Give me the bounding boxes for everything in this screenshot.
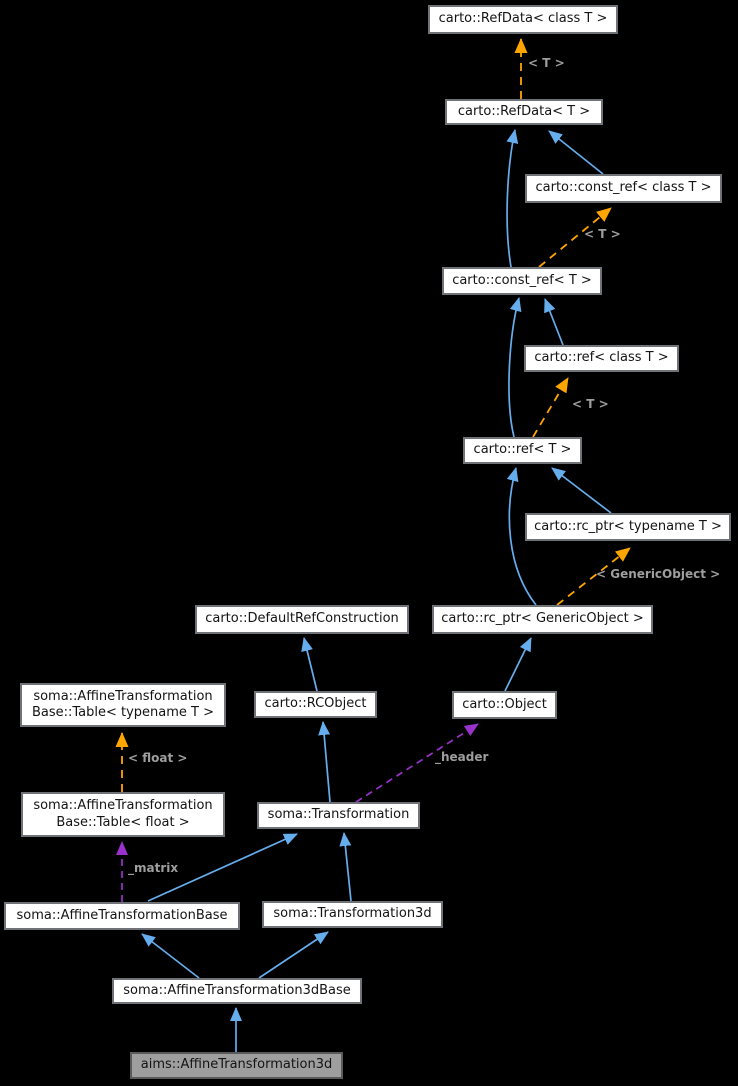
edge-label-ref-instance: < T > — [572, 397, 609, 411]
edge-inherit-transformation3d-to-transformation — [339, 832, 352, 902]
node-label-line2: Base::Table< float > — [56, 814, 190, 830]
node-carto-const-ref-class-t[interactable]: carto::const_ref< class T > — [525, 174, 722, 203]
node-carto-defaultrefconstruction[interactable]: carto::DefaultRefConstruction — [195, 605, 409, 634]
edge-label-table-instance: < float > — [128, 751, 188, 765]
node-soma-table-typename-t[interactable]: soma::AffineTransformation Base::Table< … — [20, 683, 226, 727]
node-carto-ref-class-t[interactable]: carto::ref< class T > — [524, 345, 679, 372]
node-soma-affinetransformationbase[interactable]: soma::AffineTransformationBase — [4, 902, 240, 930]
edge-label-refdata-instance: < T > — [528, 56, 565, 70]
node-carto-rcobject[interactable]: carto::RCObject — [254, 691, 377, 718]
edge-member-header — [355, 723, 479, 803]
edge-template-rcptr — [556, 547, 631, 606]
node-soma-affinetransformation3dbase[interactable]: soma::AffineTransformation3dBase — [112, 978, 362, 1004]
edge-inherit-rcobject-to-defaultrefconstruction — [301, 637, 318, 692]
node-soma-transformation[interactable]: soma::Transformation — [257, 802, 420, 829]
node-aims-affinetransformation3d-current: aims::AffineTransformation3d — [130, 1052, 343, 1079]
edge-inherit-ref-t-to-constref-t — [508, 297, 522, 438]
edge-inherit-ref-classt-to-constref-t — [544, 298, 564, 346]
edge-label-matrix-member: _matrix — [128, 861, 179, 875]
node-carto-rc-ptr-genericobject[interactable]: carto::rc_ptr< GenericObject > — [432, 605, 653, 634]
edge-template-constref — [538, 207, 612, 268]
node-carto-rc-ptr-typename-t[interactable]: carto::rc_ptr< typename T > — [525, 513, 731, 541]
edge-inherit-object-to-rcptr-generic — [504, 637, 532, 692]
edge-template-ref — [532, 377, 569, 438]
node-carto-ref-t[interactable]: carto::ref< T > — [463, 437, 582, 464]
node-label-line1: soma::AffineTransformation — [33, 798, 213, 814]
edge-label-header-member: _header — [435, 750, 489, 764]
edge-inherit-affine3dbase-to-affinebase — [141, 933, 200, 979]
node-label-line2: Base::Table< typename T > — [31, 705, 215, 720]
edge-inherit-affine3dbase-to-transformation3d — [258, 931, 329, 979]
edge-inherit-constref-t-to-refdata-t — [506, 129, 519, 268]
edge-inherit-transformation-to-rcobject — [318, 721, 331, 803]
node-carto-refdata-class-t[interactable]: carto::RefData< class T > — [428, 5, 618, 34]
edge-inherit-constref-classt-to-refdata-t — [548, 130, 604, 175]
edge-label-rcptr-instance: < GenericObject > — [596, 567, 721, 581]
node-soma-table-float[interactable]: soma::AffineTransformation Base::Table< … — [21, 792, 225, 837]
node-label-line1: soma::AffineTransformation — [33, 688, 213, 704]
node-carto-refdata-t[interactable]: carto::RefData< T > — [445, 99, 603, 125]
node-soma-transformation3d[interactable]: soma::Transformation3d — [262, 901, 443, 928]
edge-inherit-rcptr-typename-to-ref-t — [551, 467, 612, 514]
node-carto-const-ref-t[interactable]: carto::const_ref< T > — [442, 267, 602, 295]
edge-inherit-rcptr-generic-to-ref-t — [506, 467, 537, 606]
edge-label-constref-instance: < T > — [584, 227, 621, 241]
node-carto-object[interactable]: carto::Object — [452, 691, 557, 719]
edge-inherit-affinebase-to-transformation — [147, 833, 298, 902]
